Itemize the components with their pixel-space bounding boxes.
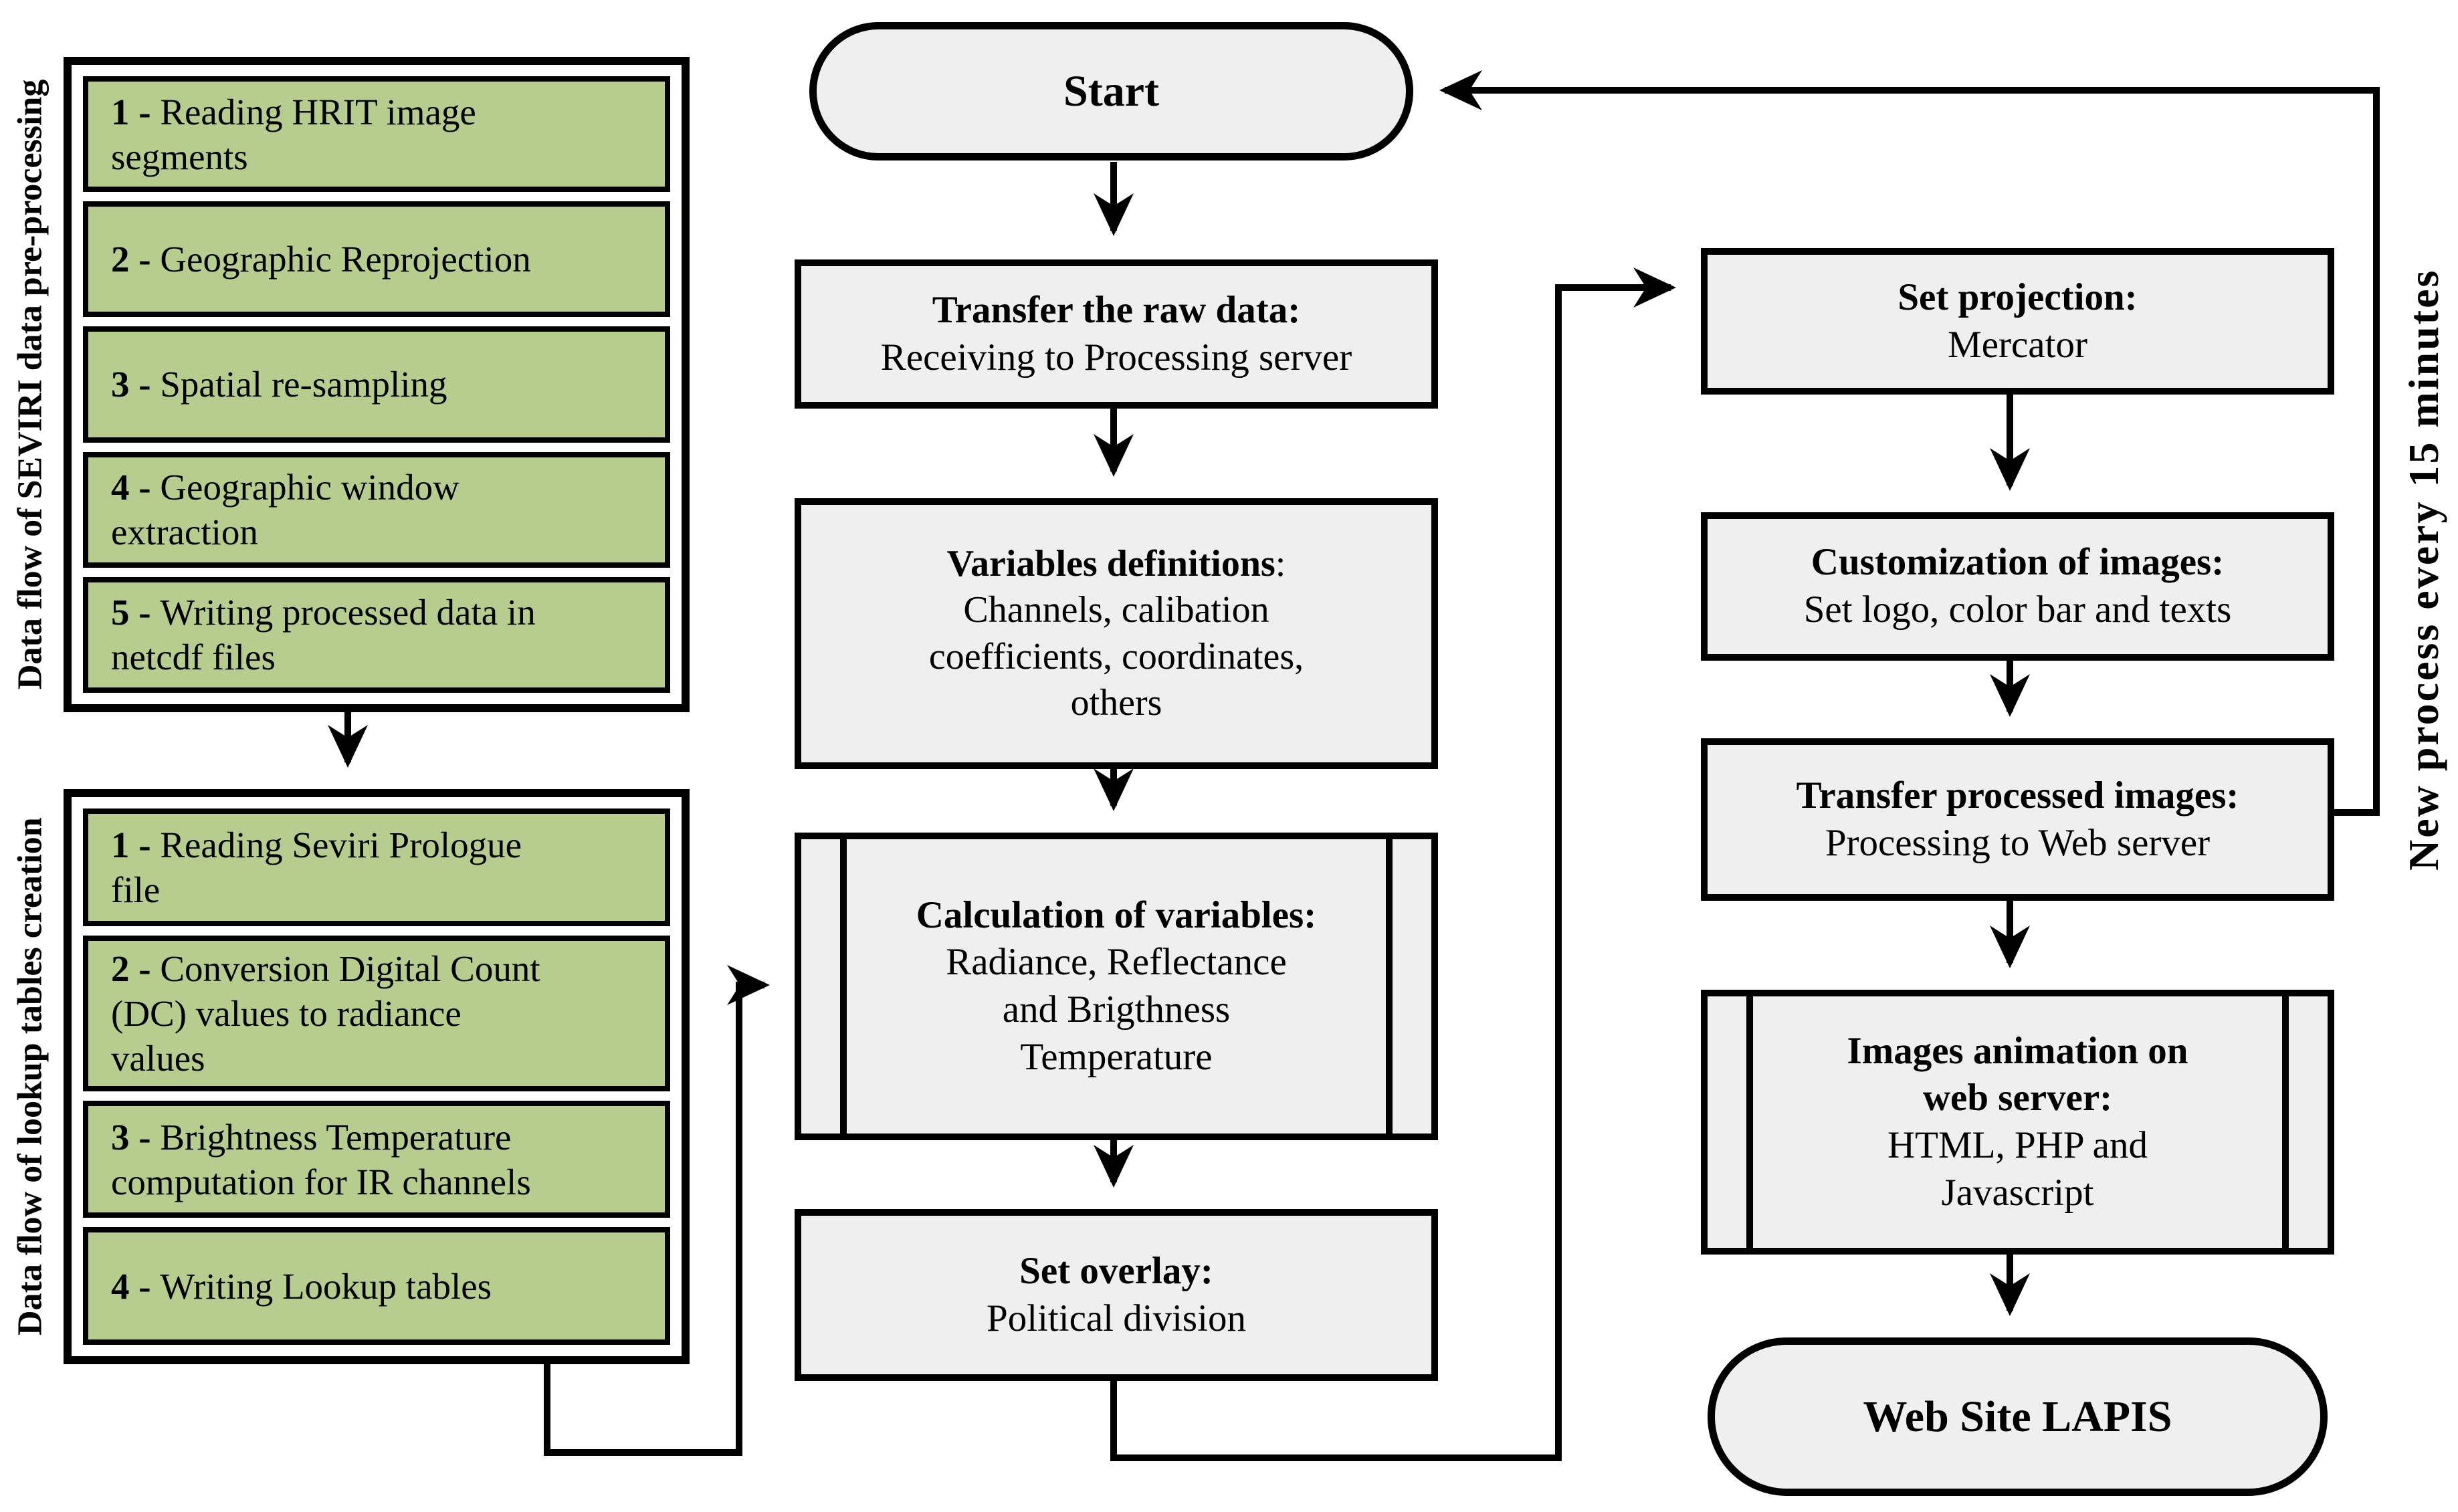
item-text: Geographic Reprojection [160, 239, 531, 280]
item-text: Spatial re-sampling [160, 364, 447, 405]
set-projection-node: Set projection: Mercator [1701, 248, 2334, 395]
item-number: 3 - [111, 364, 161, 405]
set-overlay-node: Set overlay: Political division [795, 1209, 1438, 1381]
node-title-line: Variables definitions: [947, 541, 1286, 587]
node-title: Calculation of variables: [916, 893, 1317, 936]
item-number: 3 - [111, 1116, 161, 1158]
node-title: Images animation on web server: [1847, 1029, 2188, 1119]
node-title: Set overlay: [1019, 1249, 1213, 1292]
loop-interval-label: New process every 15 minutes [2400, 268, 2447, 871]
node-body: Radiance, Reflectance and Brigthness Tem… [946, 941, 1287, 1078]
list-item: 2 - Conversion Digital Count (DC) values… [83, 935, 670, 1091]
item-number: 1 - [111, 824, 161, 865]
images-animation-node: Images animation on web server: HTML, PH… [1701, 990, 2334, 1255]
list-item: 1 - Reading HRIT image segments [83, 76, 670, 193]
item-number: 4 - [111, 1265, 161, 1307]
node-body: Channels, calibation coefficients, coord… [928, 589, 1304, 724]
node-body: Processing to Web server [1825, 821, 2211, 864]
calculation-of-variables-node: Calculation of variables: Radiance, Refl… [795, 833, 1438, 1140]
seviri-group-label: Data flow of SEVIRI data pre-processing [11, 79, 49, 690]
predefined-left-bar [840, 839, 847, 1133]
list-item: 4 - Writing Lookup tables [83, 1227, 670, 1345]
item-number: 5 - [111, 592, 161, 633]
node-body: Political division [987, 1297, 1246, 1339]
item-text: Writing Lookup tables [160, 1265, 492, 1307]
node-title: Transfer the raw data: [932, 288, 1301, 331]
node-title: Web Site LAPIS [1863, 1392, 2172, 1441]
connector-set-overlay-to-set-projection [1110, 267, 1677, 1461]
item-text: Reading HRIT image segments [111, 91, 476, 177]
item-text: Reading Seviri Prologue file [111, 824, 522, 910]
item-number: 2 - [111, 948, 161, 989]
seviri-preprocessing-group: 1 - Reading HRIT image segments 2 - Geog… [64, 57, 690, 712]
node-title: Variables definitions [946, 542, 1275, 584]
node-body: HTML, PHP and Javascript [1887, 1124, 2148, 1214]
item-number: 1 - [111, 91, 161, 132]
predefined-left-bar [1746, 996, 1753, 1248]
customization-of-images-node: Customization of images: Set logo, color… [1701, 512, 2334, 661]
predefined-right-bar [2282, 996, 2289, 1248]
item-text: Brightness Temperature computation for I… [111, 1116, 531, 1202]
lookup-group-label: Data flow of lookup tables creation [11, 817, 49, 1336]
node-title: Transfer processed images: [1796, 774, 2239, 817]
web-site-lapis-node: Web Site LAPIS [1708, 1337, 2328, 1496]
connector-loop-to-start [1439, 70, 2380, 816]
item-text: Conversion Digital Count (DC) values to … [111, 948, 540, 1079]
transfer-raw-data-node: Transfer the raw data: Receiving to Proc… [795, 259, 1438, 409]
variables-definitions-node: Variables definitions: Channels, calibat… [795, 498, 1438, 769]
node-title: Set projection: [1898, 276, 2138, 318]
start-node: Start [809, 22, 1413, 160]
list-item: 5 - Writing processed data in netcdf fil… [83, 576, 670, 693]
lookup-tables-group: 1 - Reading Seviri Prologue file 2 - Con… [64, 789, 690, 1364]
node-title: Start [1063, 66, 1159, 116]
list-item: 4 - Geographic window extraction [83, 451, 670, 568]
node-title: Customization of images: [1811, 541, 2225, 584]
item-text: Geographic window extraction [111, 467, 459, 553]
node-title-colon: : [1275, 542, 1286, 584]
transfer-processed-images-node: Transfer processed images: Processing to… [1701, 738, 2334, 901]
connector-lookup-group-to-calculation [544, 965, 771, 1456]
node-body: Receiving to Processing server [880, 336, 1352, 379]
item-number: 4 - [111, 467, 161, 508]
list-item: 1 - Reading Seviri Prologue file [83, 808, 670, 926]
node-body: Set logo, color bar and texts [1803, 588, 2232, 631]
predefined-right-bar [1386, 839, 1393, 1133]
list-item: 3 - Brightness Temperature computation f… [83, 1100, 670, 1218]
item-text: Writing processed data in netcdf files [111, 592, 536, 678]
list-item: 2 - Geographic Reprojection [83, 201, 670, 318]
node-body: Mercator [1948, 323, 2087, 366]
item-number: 2 - [111, 239, 161, 280]
list-item: 3 - Spatial re-sampling [83, 326, 670, 443]
